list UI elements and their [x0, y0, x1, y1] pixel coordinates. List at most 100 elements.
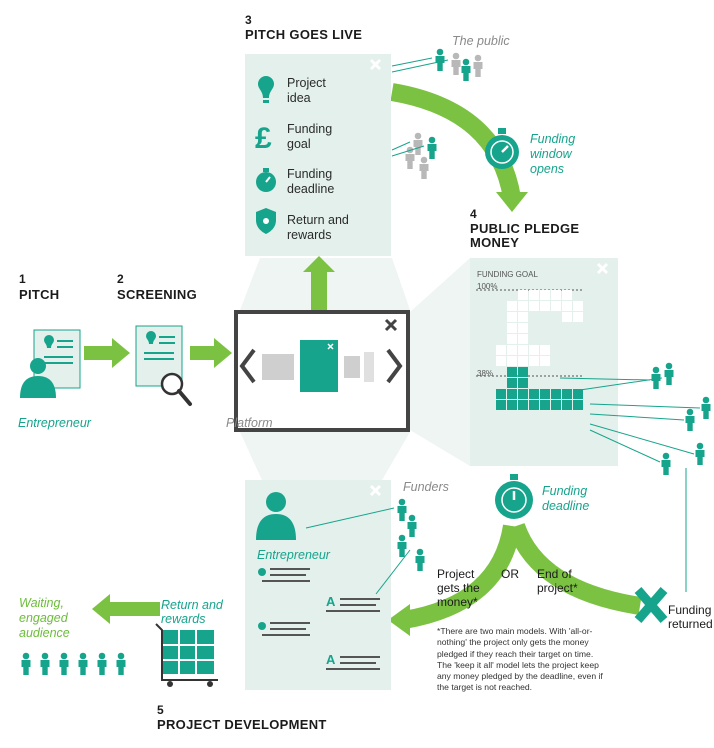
models-footnote: *There are two main models. With 'all-or…: [437, 626, 603, 693]
step1-title: PITCH: [19, 287, 60, 302]
empty-block: [518, 345, 528, 355]
empty-block: [562, 312, 572, 322]
panel5-entrepreneur-figure: [256, 492, 296, 540]
step3-title: PITCH GOES LIVE: [245, 27, 363, 42]
audience-person-icon: [40, 652, 50, 675]
projection-right: [410, 258, 470, 466]
pledged-block: [507, 400, 517, 410]
empty-block: [518, 334, 528, 344]
empty-block: [507, 301, 517, 311]
arrow-up-shaft: [311, 270, 327, 312]
funding-goal-label: FUNDING GOAL: [477, 270, 538, 279]
empty-block: [551, 301, 561, 311]
audience-person-icon: [97, 652, 107, 675]
arrow-rewards-head: [92, 594, 110, 624]
panel5-close-icon[interactable]: [369, 484, 382, 497]
step1-number: 1: [19, 272, 26, 286]
pound-sign-icon: £: [255, 122, 272, 155]
arrow-rewards-shaft: [108, 602, 160, 616]
platform-screen[interactable]: [234, 310, 410, 432]
arrow-pitch-head: [112, 338, 130, 368]
entrepreneur-caption: Entrepreneur: [18, 416, 91, 430]
pledgers-crowd: [559, 362, 711, 475]
audience-person-icon: [116, 652, 126, 675]
svg-text:A: A: [326, 594, 336, 609]
panel3-close-icon[interactable]: [369, 58, 382, 71]
pledged-block: [496, 389, 506, 399]
pledged-block: [529, 400, 539, 410]
shield-star-icon: [256, 208, 276, 234]
svg-text:A: A: [326, 652, 336, 667]
pledged-block: [540, 389, 550, 399]
empty-block: [496, 356, 506, 366]
pledged-block: [507, 389, 517, 399]
pledged-block: [518, 378, 528, 388]
empty-block: [540, 301, 550, 311]
audience-person-icon: [59, 652, 69, 675]
empty-block: [518, 323, 528, 333]
pledged-block: [507, 378, 517, 388]
empty-block: [518, 356, 528, 366]
audience-person-icon: [78, 652, 88, 675]
stopwatch-icon: [256, 168, 276, 192]
empty-block: [507, 356, 517, 366]
magnifier-icon: [160, 372, 192, 406]
arrow-screen-head: [214, 338, 232, 368]
platform-caption: Platform: [226, 416, 273, 430]
funding-window-stopwatch-icon: [485, 128, 519, 169]
step2-number: 2: [117, 272, 124, 286]
pledged-block: [518, 400, 528, 410]
pledged-block: [551, 389, 561, 399]
pledged-block: [496, 400, 506, 410]
panel4-close-icon[interactable]: [596, 262, 609, 275]
lightbulb-icon: [258, 76, 274, 103]
funding-deadline-stopwatch-icon: [495, 474, 533, 519]
pledged-block: [573, 389, 583, 399]
arc-failure: [507, 522, 642, 615]
empty-block: [518, 312, 528, 322]
public-crowd: [391, 48, 483, 179]
pledged-block: [573, 400, 583, 410]
pledged-block: [507, 367, 517, 377]
public-label: The public: [452, 34, 510, 48]
arrow-screen-shaft: [190, 346, 216, 360]
empty-block: [540, 356, 550, 366]
pound-block-grid: [496, 290, 583, 410]
pledged-block: [540, 400, 550, 410]
pledged-block: [529, 389, 539, 399]
projection-down: [240, 432, 410, 480]
empty-block: [573, 301, 583, 311]
empty-block: [507, 334, 517, 344]
pledged-block: [518, 389, 528, 399]
step2-title: SCREENING: [117, 287, 197, 302]
development-panel: [245, 480, 391, 690]
empty-block: [529, 290, 539, 300]
empty-block: [507, 312, 517, 322]
step4-number: 4: [470, 207, 477, 221]
pledged-block: [518, 367, 528, 377]
audience-crowd: [21, 652, 126, 675]
empty-block: [518, 290, 528, 300]
arc-success: [402, 524, 521, 629]
empty-block: [507, 323, 517, 333]
audience-person-icon: [21, 652, 31, 675]
step5-title: PROJECT DEVELOPMENT: [157, 717, 327, 732]
empty-block: [496, 345, 506, 355]
empty-block: [562, 290, 572, 300]
level-100-label: 100%: [477, 282, 498, 291]
step3-number: 3: [245, 13, 252, 27]
arrow-pitch-shaft: [84, 346, 114, 360]
arrow-up-head: [303, 256, 335, 272]
panel5-entrepreneur-label: Entrepreneur: [257, 548, 330, 562]
empty-block: [562, 301, 572, 311]
funding-returned-x-icon: [634, 587, 668, 623]
empty-block: [573, 312, 583, 322]
pledged-block: [551, 400, 561, 410]
pledged-block: [562, 400, 572, 410]
empty-block: [518, 301, 528, 311]
funders-label: Funders: [403, 480, 449, 494]
pledged-block: [562, 389, 572, 399]
update-rows: A A: [258, 568, 380, 670]
empty-block: [507, 345, 517, 355]
